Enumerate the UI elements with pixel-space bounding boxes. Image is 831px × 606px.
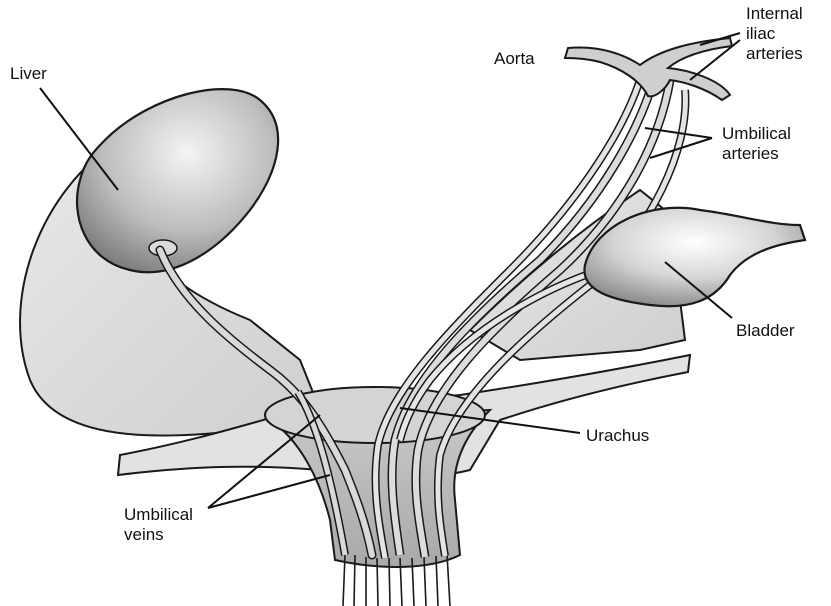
label-internal-iliac-line-1: Internal — [746, 4, 803, 24]
label-umbilical-veins-line-1: Umbilical — [124, 505, 193, 525]
label-umbilical-veins: Umbilical veins — [124, 505, 193, 545]
label-internal-iliac-arteries: Internal iliac arteries — [746, 4, 803, 64]
label-internal-iliac-line-3: arteries — [746, 44, 803, 64]
label-internal-iliac-line-2: iliac — [746, 24, 803, 44]
label-umbilical-arteries-line-1: Umbilical — [722, 124, 791, 144]
label-urachus: Urachus — [586, 426, 649, 446]
label-umbilical-arteries: Umbilical arteries — [722, 124, 791, 164]
label-umbilical-veins-line-2: veins — [124, 525, 193, 545]
label-liver: Liver — [10, 64, 47, 84]
liver-shape — [77, 89, 278, 272]
label-umbilical-arteries-line-2: arteries — [722, 144, 791, 164]
aorta-branches — [565, 38, 732, 100]
label-bladder: Bladder — [736, 321, 795, 341]
label-aorta: Aorta — [494, 49, 535, 69]
